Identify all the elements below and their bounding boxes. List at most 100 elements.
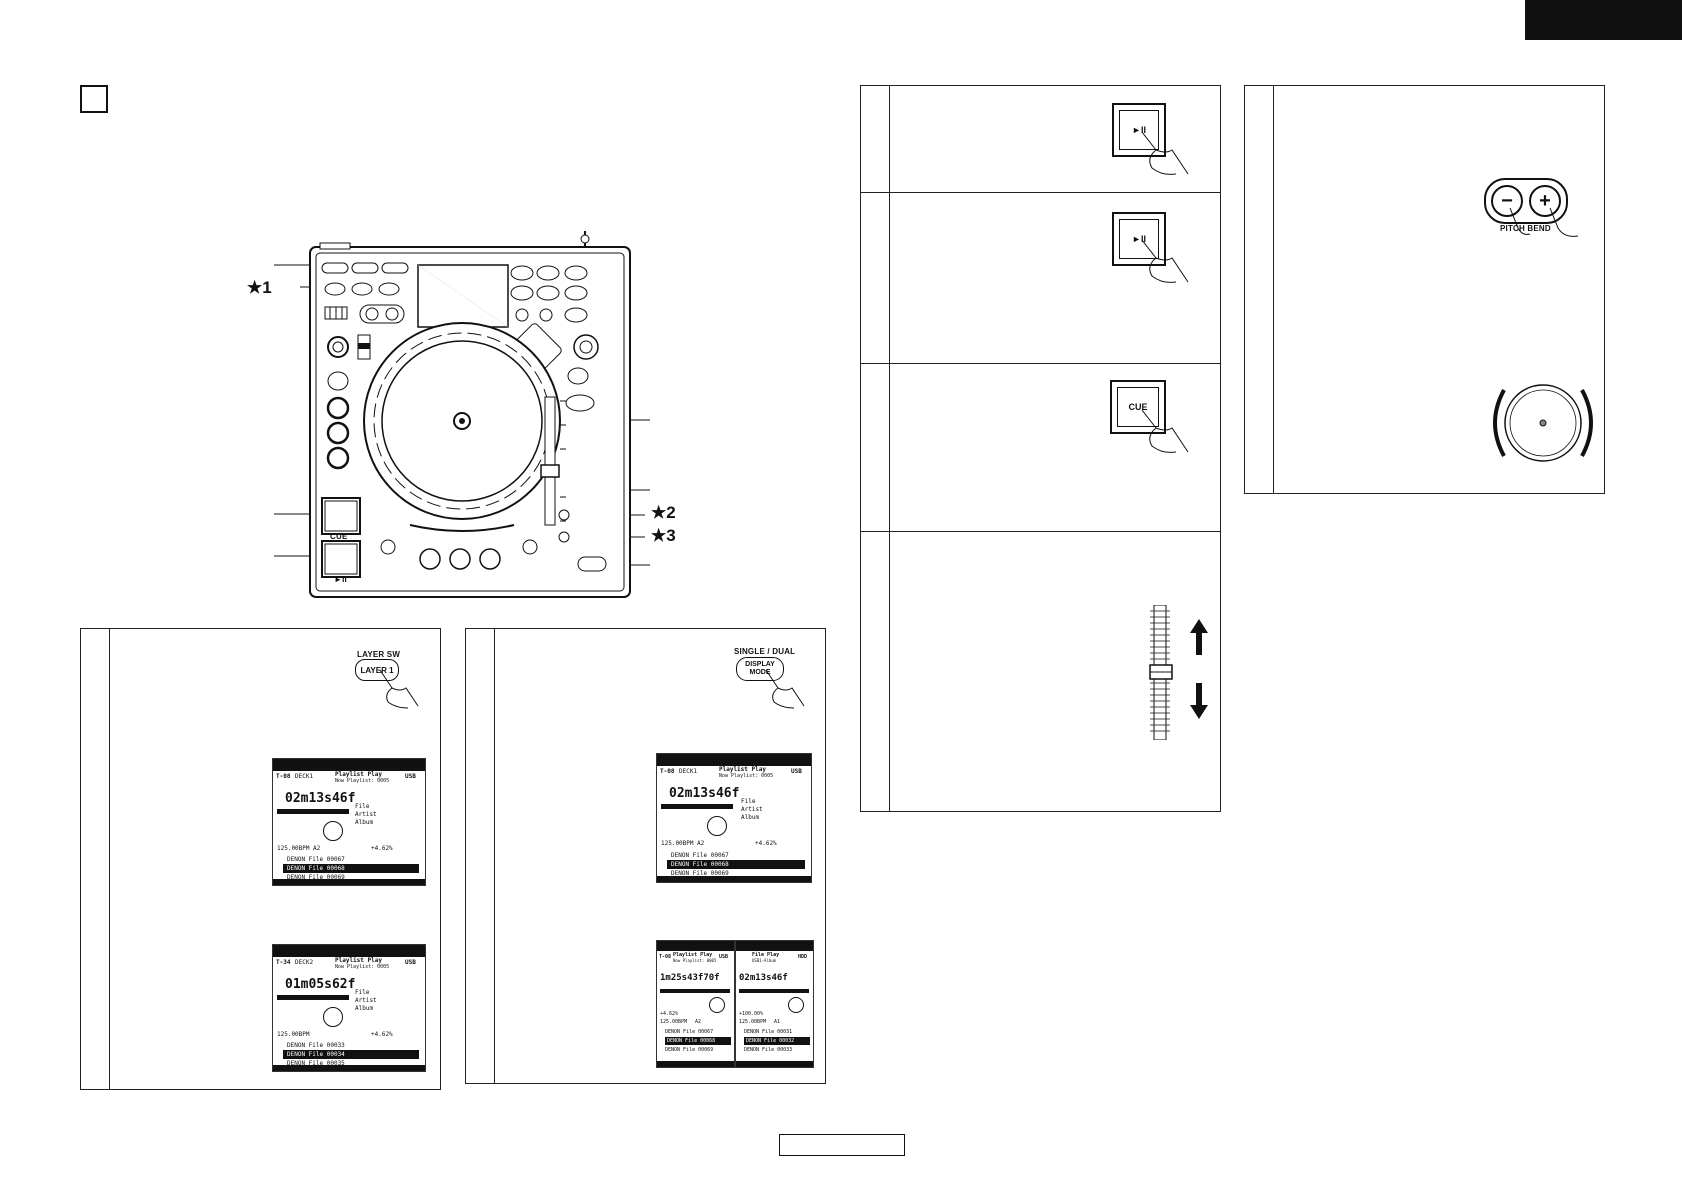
lcd-dev: USB: [791, 768, 802, 775]
lcd-platter-icon: [788, 997, 804, 1013]
hand-pointer-icon: [1141, 409, 1189, 453]
divider: [861, 531, 1220, 532]
hand-pointer-icon: [1509, 207, 1579, 237]
lcd-list-item: DENON File 00067: [287, 856, 345, 863]
lcd-bpm: 125.00BPM: [660, 1019, 688, 1025]
section-checkbox: [80, 85, 108, 113]
lcd-bpm: 125.00BPM: [277, 1031, 310, 1038]
lcd-mode: File Play: [752, 952, 780, 958]
lcd-list-selected: DENON File 00068: [667, 860, 805, 869]
play-pause-label: ►II: [1119, 219, 1159, 259]
layer-1-label: LAYER 1: [360, 665, 394, 675]
lcd-time: 01m05s62f: [285, 977, 356, 992]
language-tab: [1525, 0, 1682, 40]
lcd-deck: DECK2: [295, 959, 314, 966]
lcd-key: A2: [695, 1019, 702, 1025]
lcd-list-selected: DENON File 00068: [665, 1037, 731, 1045]
lcd-bpm: 125.00BPM: [739, 1019, 767, 1025]
lcd-list-item: DENON File 00033: [287, 1042, 345, 1049]
lcd-pitch: +100.00%: [739, 1011, 764, 1017]
panel-stripe: [861, 86, 890, 811]
lcd-track: T-34: [276, 959, 291, 966]
lcd-info-artist: Artist: [355, 811, 377, 818]
hand-pointer-icon: [765, 669, 805, 709]
lcd-level-meter: [739, 989, 809, 993]
lcd-pitch: +4.62%: [371, 1031, 393, 1038]
lcd-track: T-08: [660, 768, 675, 775]
play-pause-key-2[interactable]: ►II: [1112, 212, 1166, 266]
lcd-info-album: Album: [355, 1005, 374, 1012]
lcd-dual-right: File Play USB1-Album HDD 02m13s46f +100.…: [735, 940, 814, 1068]
layer-1-button[interactable]: LAYER 1: [355, 659, 399, 681]
lcd-info-artist: Artist: [741, 806, 763, 813]
lcd-deck: DECK1: [679, 768, 698, 775]
lcd-info-file: File: [355, 803, 370, 810]
lcd-platter-icon: [709, 997, 725, 1013]
lcd-list-selected: DENON File 00034: [283, 1050, 419, 1059]
lcd-dev: USB: [405, 773, 416, 780]
divider: [861, 363, 1220, 364]
lcd-track: T-08: [659, 954, 672, 960]
lcd-now: USB1-Album: [752, 958, 777, 963]
cue-key-label: CUE: [1117, 387, 1159, 427]
lcd-mode: Playlist Play: [673, 952, 713, 958]
lcd-bpm: 125.00BPM: [661, 840, 694, 847]
lcd-mode: Playlist Play: [335, 771, 382, 778]
play-pause-key-1[interactable]: ►II: [1112, 103, 1166, 157]
lcd-bpm: 125.00BPM: [277, 845, 310, 852]
lcd-track: T-08: [276, 773, 291, 780]
lcd-time: 02m13s46f: [669, 786, 740, 801]
lcd-mode: Playlist Play: [719, 766, 766, 773]
lcd-list-item: DENON File 00035: [287, 1060, 345, 1067]
hand-pointer-icon: [379, 669, 419, 709]
lcd-key: A1: [774, 1019, 781, 1025]
hand-pointer-icon: [1141, 131, 1189, 175]
lcd-level-meter: [277, 995, 349, 1000]
lcd-info-artist: Artist: [355, 997, 377, 1004]
lcd-time: 02m13s46f: [739, 973, 788, 983]
play-button-label: ►II: [334, 575, 347, 584]
pitch-bend-plus-button[interactable]: +: [1529, 185, 1561, 217]
lcd-bottom-bar: [657, 876, 811, 882]
lcd-single: T-08 DECK1 Playlist Play Now Playlist: 0…: [656, 753, 812, 883]
lcd-key: A2: [313, 845, 321, 852]
play-pause-label: ►II: [1119, 110, 1159, 150]
lcd-key: A2: [697, 840, 705, 847]
lcd-list-item: DENON File 00033: [744, 1047, 793, 1053]
display-mode-button[interactable]: DISPLAY MODE: [736, 657, 784, 681]
lcd-mode: Playlist Play: [335, 957, 382, 964]
lcd-info-file: File: [741, 798, 756, 805]
lcd-platter-icon: [707, 816, 727, 836]
display-mode-label-1: DISPLAY: [745, 661, 775, 668]
lcd-now: Now Playlist: 0005: [335, 778, 390, 784]
lcd-bottom-bar: [736, 1061, 813, 1067]
pitch-bend-minus-button[interactable]: −: [1491, 185, 1523, 217]
lcd-bottom-bar: [657, 1061, 734, 1067]
lcd-level-meter: [277, 809, 349, 814]
display-mode-label-2: MODE: [749, 669, 771, 676]
lcd-time: 1m25s43f70f: [660, 973, 720, 983]
cue-key[interactable]: CUE: [1110, 380, 1166, 434]
lcd-info-album: Album: [355, 819, 374, 826]
lcd-list-item: DENON File 00069: [287, 874, 345, 881]
lcd-pitch: +4.62%: [755, 840, 777, 847]
pitch-bend-buttons: − +: [1484, 178, 1568, 224]
star2-marker: ★2: [651, 503, 676, 522]
lcd-pitch: +4.62%: [660, 1011, 679, 1017]
panel-stripe: [1245, 86, 1274, 493]
lcd-bottom-bar: [273, 879, 425, 885]
page-number-box: [779, 1134, 905, 1156]
dj-player-illustration: [274, 231, 650, 598]
lcd-list-item: DENON File 00069: [665, 1047, 714, 1053]
lcd-dev: USB: [719, 954, 729, 960]
jog-wheel-illustration: [1493, 384, 1593, 462]
panel-stripe: [81, 629, 110, 1089]
lcd-dual-left: T-08 Playlist Play Now Playlist: 0005 US…: [656, 940, 735, 1068]
lcd-top-bar: [736, 941, 813, 951]
panel-stripe: [466, 629, 495, 1083]
lcd-level-meter: [661, 804, 733, 809]
lcd-top-bar: [273, 945, 425, 957]
lcd-info-album: Album: [741, 814, 760, 821]
lcd-deck1: T-08 DECK1 Playlist Play Now Playlist: 0…: [272, 758, 426, 886]
lcd-dev: USB: [405, 959, 416, 966]
